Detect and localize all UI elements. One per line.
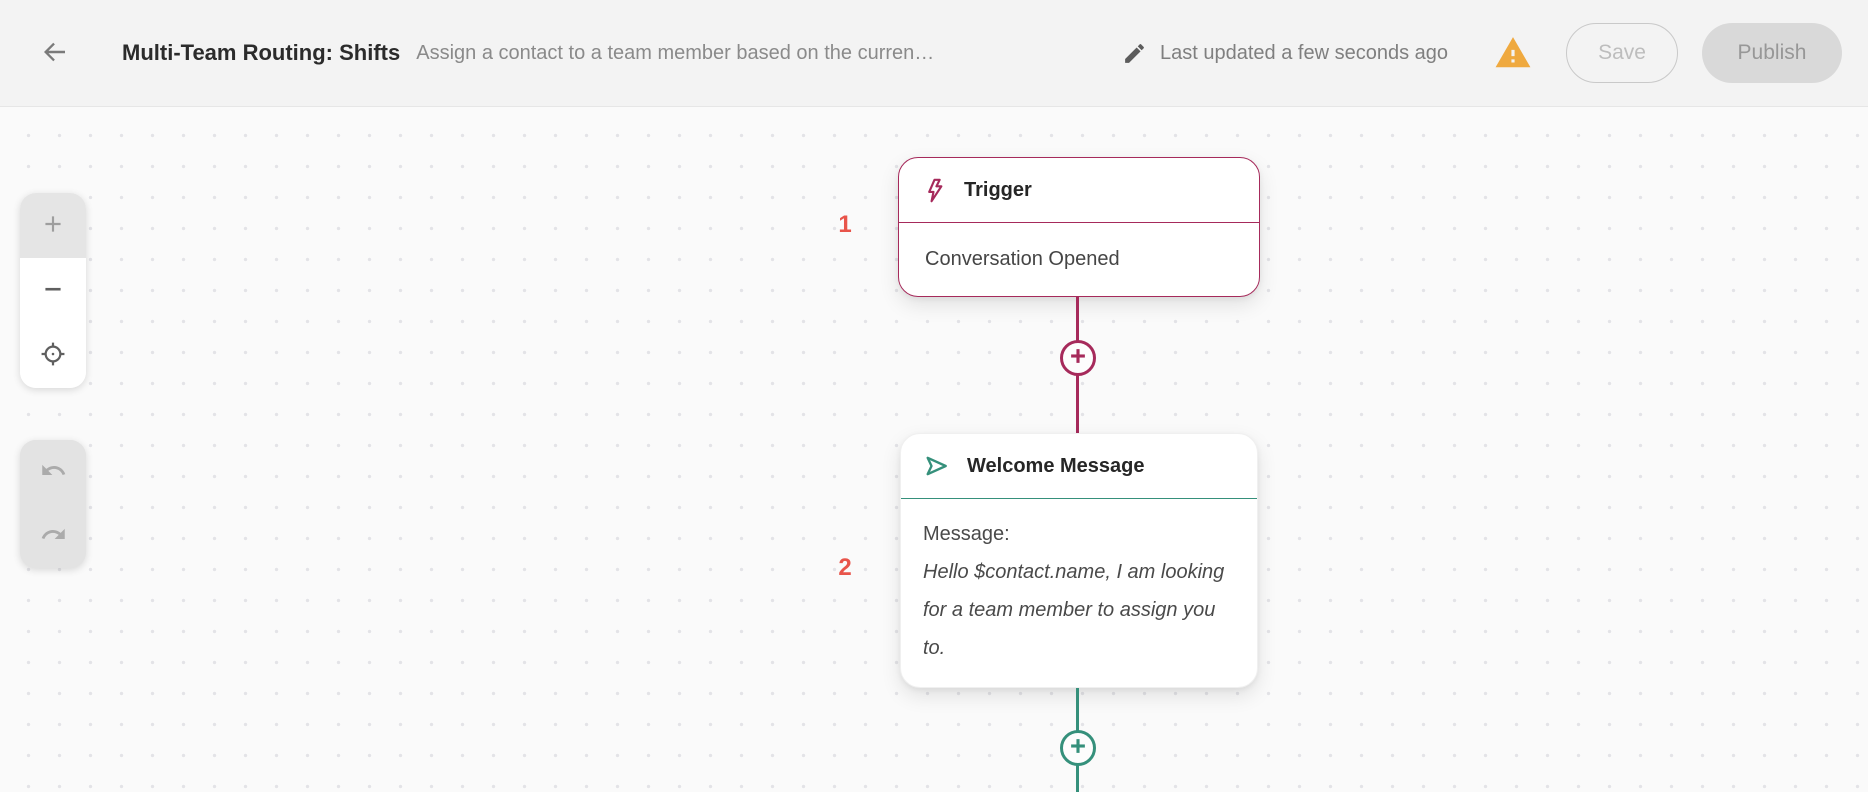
workflow-subtitle: Assign a contact to a team member based … [416, 41, 937, 64]
trigger-node-title: Trigger [964, 178, 1032, 201]
welcome-node-header: Welcome Message [901, 434, 1257, 498]
plus-icon [1067, 735, 1089, 762]
trigger-node[interactable]: Trigger Conversation Opened [898, 157, 1260, 297]
welcome-node-divider [901, 498, 1257, 499]
back-arrow-icon [40, 37, 70, 70]
step-number-1: 1 [838, 211, 852, 238]
redo-icon [40, 521, 67, 551]
zoom-out-button[interactable] [20, 258, 86, 323]
warning-icon[interactable] [1494, 34, 1532, 72]
undo-button[interactable] [20, 440, 86, 504]
add-step-button-2[interactable] [1060, 730, 1096, 766]
top-bar: Multi-Team Routing: Shifts Assign a cont… [0, 0, 1868, 107]
history-controls [20, 440, 86, 568]
plus-icon [1067, 345, 1089, 372]
message-text: Hello $contact.name, I am looking for a … [923, 561, 1225, 659]
undo-icon [40, 457, 67, 487]
welcome-message-node[interactable]: Welcome Message Message: Hello $contact.… [900, 433, 1258, 688]
plus-icon [40, 211, 66, 240]
center-view-button[interactable] [20, 323, 86, 388]
trigger-node-body: Conversation Opened [925, 247, 1120, 270]
welcome-node-body: Message: Hello $contact.name, I am looki… [901, 499, 1257, 683]
redo-button[interactable] [20, 504, 86, 568]
send-message-icon [923, 452, 951, 480]
zoom-in-button[interactable] [20, 193, 86, 258]
edit-pencil-icon[interactable] [1122, 41, 1147, 66]
welcome-node-title: Welcome Message [967, 454, 1145, 477]
trigger-node-header: Trigger [899, 158, 1259, 222]
save-button[interactable]: Save [1566, 23, 1678, 83]
workflow-title: Multi-Team Routing: Shifts [122, 40, 401, 65]
header-actions: Last updated a few seconds ago Save Publ… [1122, 23, 1842, 83]
step-number-2: 2 [838, 554, 852, 581]
message-label: Message: [923, 523, 1010, 545]
workflow-canvas[interactable]: 1 Trigger Conversation Opened 2 [0, 107, 1868, 792]
zoom-controls [20, 193, 86, 388]
minus-icon [40, 276, 66, 305]
publish-button[interactable]: Publish [1702, 23, 1842, 83]
last-updated-text: Last updated a few seconds ago [1160, 41, 1448, 64]
lightning-bolt-icon [921, 177, 948, 204]
back-button[interactable] [38, 36, 72, 70]
crosshair-icon [39, 340, 67, 371]
trigger-node-divider [899, 222, 1259, 223]
add-step-button-1[interactable] [1060, 340, 1096, 376]
